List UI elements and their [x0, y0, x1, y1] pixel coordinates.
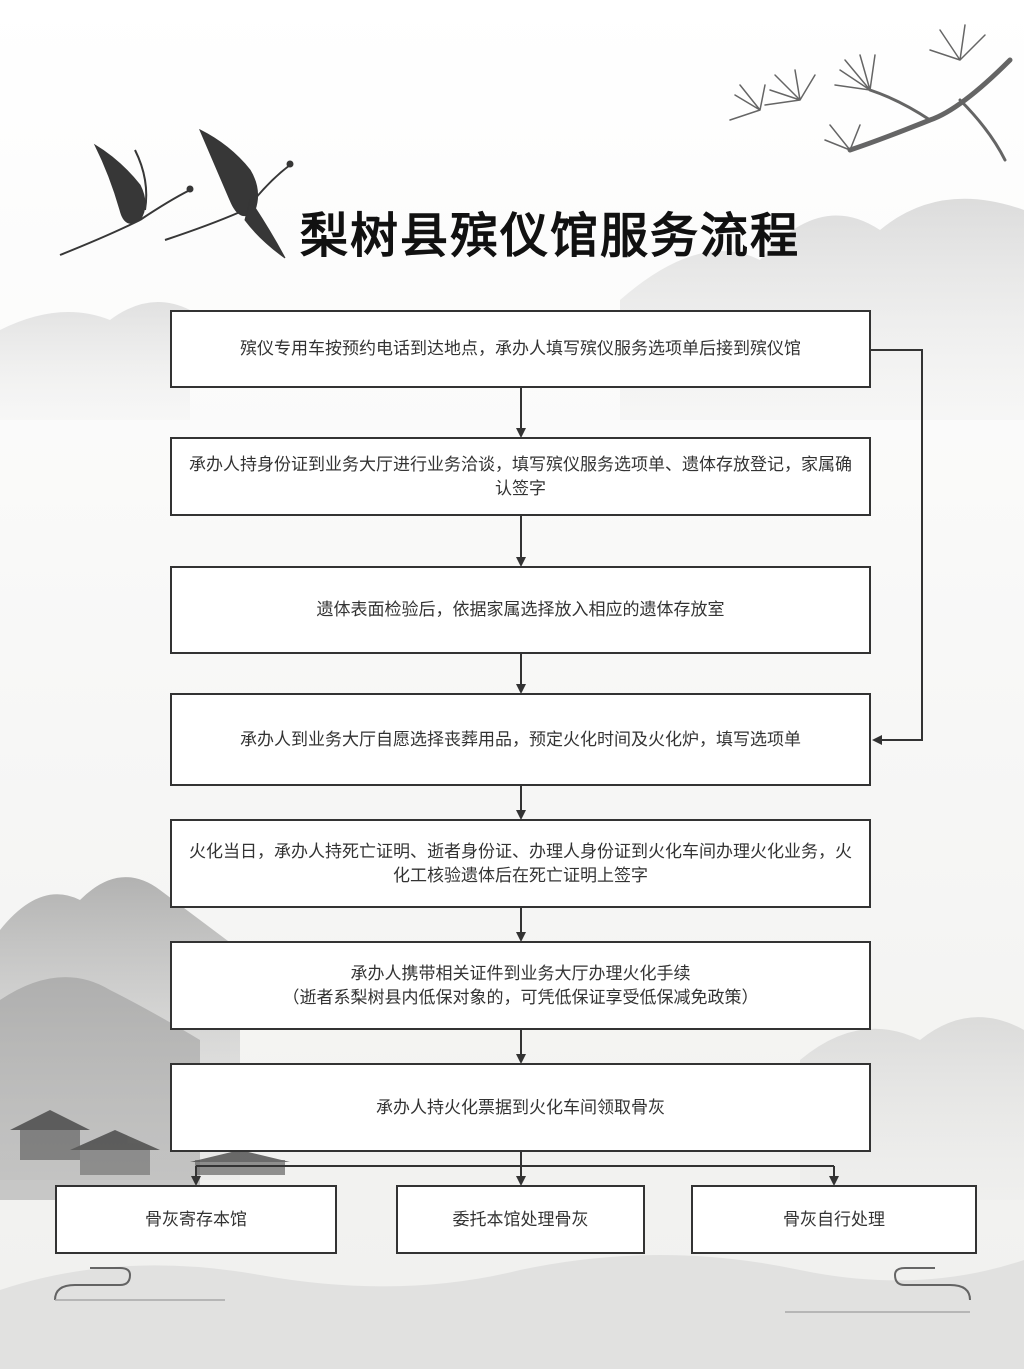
mountain-upper-left: [0, 302, 190, 420]
page-title: 梨树县殡仪馆服务流程: [300, 208, 801, 264]
option-ash-storage-box: 骨灰寄存本馆: [55, 1185, 337, 1254]
step-4-box: 承办人到业务大厅自愿选择丧葬用品，预定火化时间及火化炉，填写选项单: [170, 693, 871, 786]
option-2-text: 委托本馆处理骨灰: [452, 1209, 589, 1230]
mountain-bottom: [0, 1255, 1024, 1369]
option-3-text: 骨灰自行处理: [783, 1209, 885, 1230]
step-4-text: 承办人到业务大厅自愿选择丧葬用品，预定火化时间及火化炉，填写选项单: [240, 729, 801, 750]
pine-branch-decoration: [729, 24, 1013, 162]
step-5-box: 火化当日，承办人持死亡证明、逝者身份证、办理人身份证到火化车间办理火化业务，火化…: [170, 819, 871, 908]
option-1-text: 骨灰寄存本馆: [145, 1209, 247, 1230]
step-5-text: 火化当日，承办人持死亡证明、逝者身份证、办理人身份证到火化车间办理火化业务，火化…: [189, 841, 852, 886]
step-6-box: 承办人携带相关证件到业务大厅办理火化手续 （逝者系梨树县内低保对象的，可凭低保证…: [170, 941, 871, 1030]
step-7-text: 承办人持火化票据到火化车间领取骨灰: [376, 1097, 665, 1118]
step-2-text: 承办人持身份证到业务大厅进行业务洽谈，填写殡仪服务选项单、遗体存放登记，家属确认…: [189, 454, 852, 499]
step-3-box: 遗体表面检验后，依据家属选择放入相应的遗体存放室: [170, 566, 871, 654]
option-ash-self-box: 骨灰自行处理: [691, 1185, 977, 1254]
step-2-box: 承办人持身份证到业务大厅进行业务洽谈，填写殡仪服务选项单、遗体存放登记，家属确认…: [170, 437, 871, 516]
step-3-text: 遗体表面检验后，依据家属选择放入相应的遗体存放室: [316, 600, 725, 620]
step-7-box: 承办人持火化票据到火化车间领取骨灰: [170, 1063, 871, 1152]
step-1-box: 殡仪专用车按预约电话到达地点，承办人填写殡仪服务选项单后接到殡仪馆: [170, 310, 871, 388]
cloud-swirl-left-decoration: [54, 1267, 225, 1301]
crane-left-decoration: [59, 143, 194, 256]
mountain-lower-right: [800, 1017, 1024, 1200]
step-6-note: （逝者系梨树县内低保对象的，可凭低保证享受低保减免政策）: [282, 987, 759, 1008]
step-1-text: 殡仪专用车按预约电话到达地点，承办人填写殡仪服务选项单后接到殡仪馆: [240, 339, 801, 359]
step-6-text: 承办人携带相关证件到业务大厅办理火化手续: [350, 963, 691, 984]
crane-right-decoration: [164, 128, 294, 259]
village-houses-decoration: [10, 1110, 290, 1175]
cloud-swirl-right-decoration: [785, 1267, 971, 1313]
option-ash-entrust-box: 委托本馆处理骨灰: [396, 1185, 645, 1254]
